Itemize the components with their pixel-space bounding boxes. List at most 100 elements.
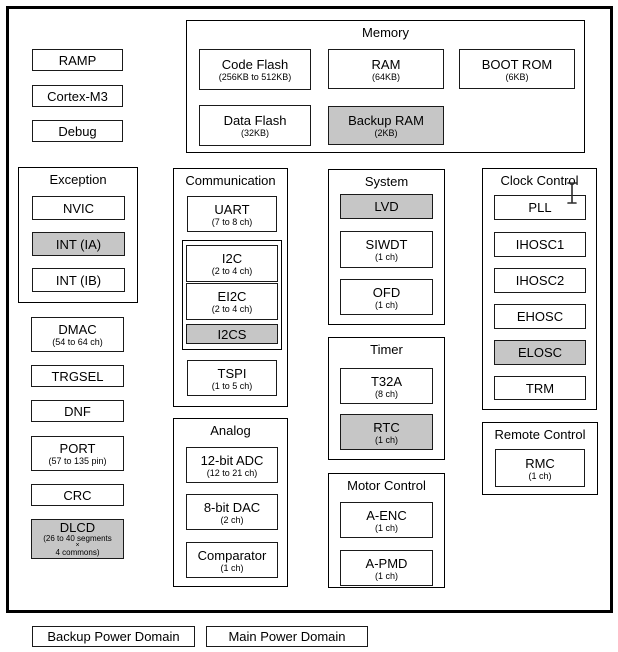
- block-sub-label: (1 ch): [374, 522, 398, 533]
- block-dnf: DNF: [31, 400, 124, 422]
- block-label: ELOSC: [517, 345, 563, 360]
- group-memory: Memory Code Flash (256KB to 512KB) RAM (…: [186, 20, 585, 153]
- block-sub-label: 4 commons): [55, 548, 100, 557]
- group-title: Remote Control: [494, 427, 586, 442]
- block-ehosc: EHOSC: [494, 304, 586, 329]
- block-uart: UART (7 to 8 ch): [187, 196, 277, 232]
- block-boot-rom: BOOT ROM (6KB): [459, 49, 575, 89]
- block-sub-label: (1 ch): [374, 299, 398, 310]
- block-sub-label: (57 to 135 pin): [48, 456, 107, 466]
- block-label: RMC: [525, 455, 555, 471]
- block-t32a: T32A (8 ch): [340, 368, 433, 404]
- group-title: Clock Control: [500, 173, 579, 188]
- block-crc: CRC: [31, 484, 124, 506]
- group-exception: Exception NVIC INT (IA) INT (IB): [18, 167, 138, 303]
- block-sub-label: (256KB to 512KB): [218, 72, 292, 82]
- group-remote-control: Remote Control RMC (1 ch): [482, 422, 598, 495]
- block-rmc: RMC (1 ch): [495, 449, 585, 487]
- block-sub-label: (1 ch): [528, 470, 552, 481]
- block-label: I2CS: [217, 326, 247, 342]
- group-title: System: [364, 174, 409, 189]
- block-a-enc: A-ENC (1 ch): [340, 502, 433, 538]
- block-label: DLCD: [59, 520, 96, 535]
- text-cursor-icon: [567, 182, 577, 204]
- block-label: 12-bit ADC: [200, 452, 264, 468]
- block-sub-label: (64KB): [371, 71, 400, 82]
- group-title: Motor Control: [347, 478, 426, 493]
- chip-boundary: [6, 6, 613, 613]
- block-cortex-m3: Cortex-M3: [32, 85, 123, 107]
- block-label: Data Flash: [223, 113, 287, 128]
- block-label: RAMP: [58, 52, 97, 68]
- block-int-ib: INT (IB): [32, 268, 125, 292]
- group-system: System LVD SIWDT (1 ch) OFD (1 ch): [328, 169, 445, 325]
- block-label: IHOSC2: [515, 273, 565, 288]
- block-sub-label: ×: [75, 542, 80, 549]
- block-sub-label: (7 to 8 ch): [211, 216, 253, 227]
- block-label: OFD: [372, 284, 401, 300]
- block-sub-label: (26 to 40 segments: [43, 534, 112, 543]
- block-label: INT (IB): [55, 272, 102, 288]
- block-i2c: I2C (2 to 4 ch): [186, 245, 278, 282]
- block-label: LVD: [374, 199, 399, 214]
- block-nvic: NVIC: [32, 196, 125, 220]
- block-rtc: RTC (1 ch): [340, 414, 433, 450]
- block-label: Debug: [58, 123, 97, 139]
- legend-label: Main Power Domain: [228, 629, 346, 644]
- block-ihosc2: IHOSC2: [494, 268, 586, 293]
- block-sub-label: (8 ch): [374, 388, 398, 399]
- block-label: INT (IA): [55, 236, 102, 252]
- block-label: Cortex-M3: [47, 88, 108, 104]
- block-label: A-PMD: [365, 555, 408, 571]
- block-label: A-ENC: [366, 507, 407, 523]
- group-clock-control: Clock Control PLL IHOSC1 IHOSC2 EHOSC EL…: [482, 168, 597, 410]
- block-trm: TRM: [494, 376, 586, 400]
- block-comparator: Comparator (1 ch): [186, 542, 278, 578]
- block-label: Comparator: [197, 547, 267, 563]
- group-i2c-cluster: I2C (2 to 4 ch) EI2C (2 to 4 ch) I2CS: [182, 240, 282, 350]
- block-label: TSPI: [217, 365, 247, 381]
- group-title: Timer: [370, 342, 403, 357]
- group-title: Analog: [210, 423, 251, 438]
- block-label: EI2C: [217, 289, 247, 304]
- block-sub-label: (1 ch): [374, 570, 398, 581]
- block-elosc: ELOSC: [494, 340, 586, 365]
- group-title: Exception: [49, 172, 107, 187]
- block-label: I2C: [221, 251, 243, 266]
- block-ofd: OFD (1 ch): [340, 279, 433, 315]
- block-ramp: RAMP: [32, 49, 123, 71]
- block-label: TRGSEL: [51, 368, 104, 384]
- block-dmac: DMAC (54 to 64 ch): [31, 317, 124, 352]
- block-label: Code Flash: [221, 57, 289, 72]
- block-i2cs: I2CS: [186, 324, 278, 344]
- group-title: Communication: [185, 173, 276, 188]
- block-sub-label: (2 to 4 ch): [211, 266, 253, 276]
- block-lvd: LVD: [340, 194, 433, 219]
- block-sub-label: (12 to 21 ch): [206, 467, 258, 478]
- group-title: Memory: [362, 25, 409, 40]
- block-label: EHOSC: [516, 309, 564, 324]
- block-label: T32A: [370, 373, 403, 389]
- block-siwdt: SIWDT (1 ch): [340, 231, 433, 268]
- block-debug: Debug: [32, 120, 123, 142]
- block-ram: RAM (64KB): [328, 49, 444, 89]
- block-label: DNF: [64, 403, 91, 419]
- block-sub-label: (2KB): [374, 128, 398, 138]
- block-a-pmd: A-PMD (1 ch): [340, 550, 433, 586]
- block-sub-label: (54 to 64 ch): [52, 337, 103, 347]
- block-int-ia: INT (IA): [32, 232, 125, 256]
- block-label: SIWDT: [365, 237, 408, 252]
- block-label: RTC: [373, 419, 400, 435]
- block-backup-ram: Backup RAM (2KB): [328, 106, 444, 145]
- block-sub-label: (32KB): [240, 128, 269, 138]
- group-communication: Communication UART (7 to 8 ch) I2C (2 to…: [173, 168, 288, 407]
- legend-main-power-domain: Main Power Domain: [206, 626, 368, 647]
- block-trgsel: TRGSEL: [31, 365, 124, 387]
- block-sub-label: (6KB): [505, 71, 529, 82]
- block-sub-label: (2 to 4 ch): [211, 304, 253, 314]
- group-timer: Timer T32A (8 ch) RTC (1 ch): [328, 337, 445, 460]
- legend-label: Backup Power Domain: [47, 629, 180, 644]
- block-label: PORT: [59, 441, 96, 456]
- legend-backup-power-domain: Backup Power Domain: [32, 626, 195, 647]
